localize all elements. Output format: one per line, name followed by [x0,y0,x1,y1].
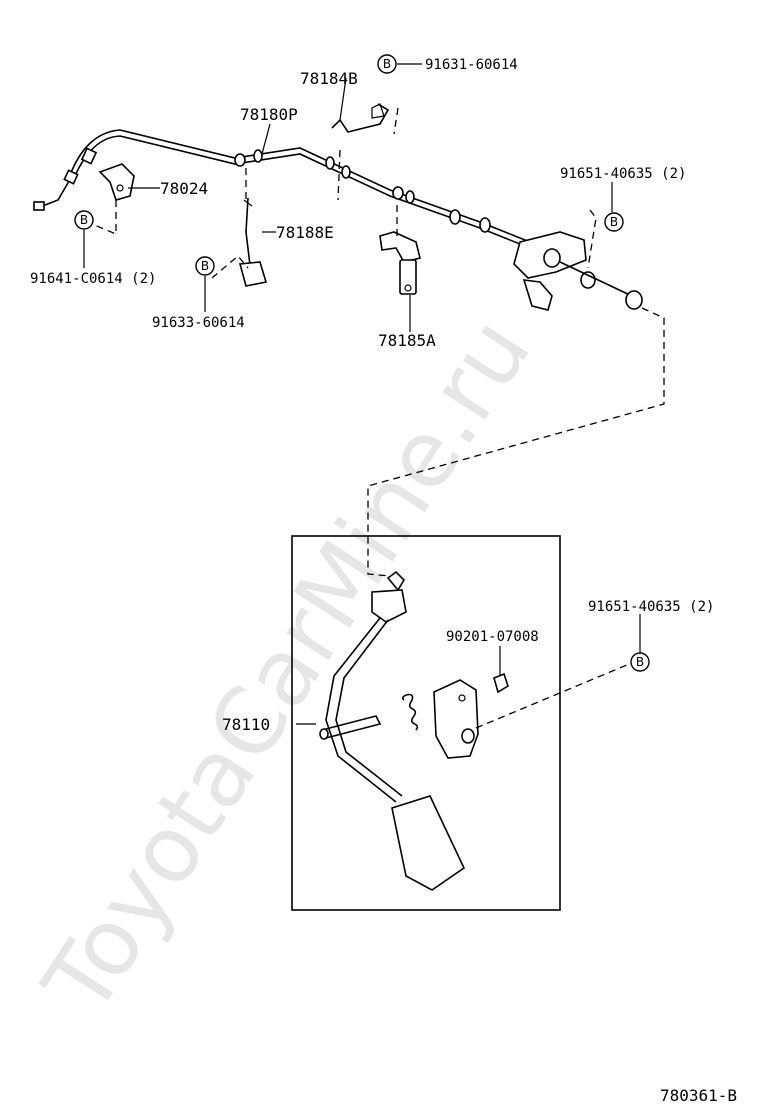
svg-text:B: B [80,213,88,227]
label-91641-c0614: 91641-C0614 (2) [30,271,156,287]
label-78180p: 78180P [240,105,298,124]
cable-clamp-78185a [379,231,421,295]
diagram-id: 780361-B [660,1086,737,1105]
cable-end-left [33,201,45,211]
cable-fitting-left [80,147,98,165]
pedal-spring [401,693,419,731]
bolt-marker-91633: B [195,256,215,276]
label-90201-07008: 90201-07008 [446,629,539,645]
label-91651-40635-bottom: 91651-40635 (2) [588,599,714,615]
pedal-assembly-frame [291,535,561,911]
clamp-bracket-78024 [98,163,135,201]
bolt-marker-91631: B [377,54,397,74]
cable-bracket-78188e [238,197,268,287]
label-78188e: 78188E [276,223,334,242]
pedal-bracket [433,679,479,759]
label-78184b: 78184B [300,69,358,88]
svg-text:B: B [610,215,618,229]
bolt-marker-91651-bottom: B [630,652,650,672]
cable-bracket-throttle [513,231,643,311]
label-78185a: 78185A [378,331,436,350]
cable-clip-78184b [331,103,390,133]
label-91633-60614: 91633-60614 [152,315,245,331]
bolt-marker-91651-top: B [604,212,624,232]
label-78110: 78110 [222,715,270,734]
accelerator-pedal-arm [319,570,466,891]
label-91631-60614: 91631-60614 [425,57,518,73]
nut-90201 [493,672,509,694]
accelerator-cable [33,129,531,249]
bolt-marker-91641: B [74,210,94,230]
label-78024: 78024 [160,179,208,198]
svg-text:B: B [636,655,644,669]
watermark-text: ToyotaCarMine.ru [23,300,551,1033]
svg-text:B: B [201,259,209,273]
label-91651-40635-top: 91651-40635 (2) [560,166,686,182]
reference-line-cable-to-pedal [367,307,665,577]
svg-text:B: B [383,57,391,71]
